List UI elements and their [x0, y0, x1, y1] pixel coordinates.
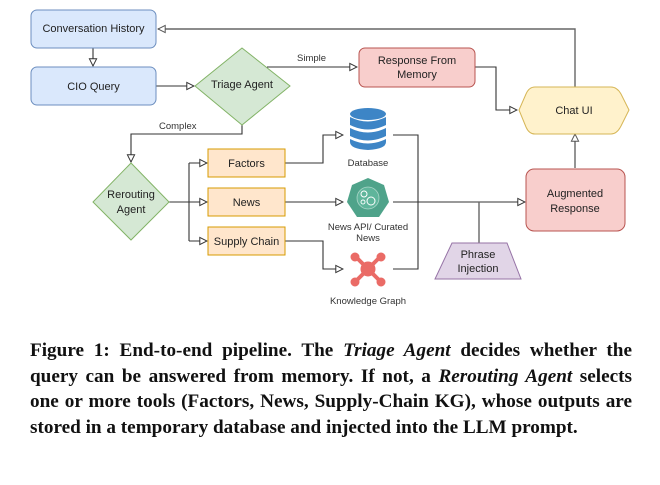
edge-supply-to-kg — [285, 240, 343, 269]
node-label: Knowledge Graph — [330, 296, 406, 307]
edge-chatui-to-history — [158, 29, 576, 87]
node-label-line-2: Memory — [397, 69, 437, 81]
caption-suffix: selects one or more tools (Factors, News… — [30, 365, 632, 438]
node-database: Database — [348, 108, 389, 169]
node-news: News — [207, 187, 286, 217]
node-chat-ui: Chat UI — [518, 86, 630, 135]
node-label-line-2: Agent — [117, 204, 146, 216]
node-response-from-memory: Response From Memory — [358, 47, 476, 88]
node-conversation-history: Conversation History — [30, 9, 157, 49]
graph-network-icon — [350, 252, 386, 287]
edge-triage-to-rerouting — [131, 125, 243, 162]
node-label-line-2: Injection — [458, 263, 499, 275]
node-label-line-1: Augmented — [547, 188, 603, 200]
node-supply-chain: Supply Chain — [207, 226, 286, 256]
node-label-line-1: News API/ Curated — [328, 222, 408, 233]
caption-prefix: Figure 1: End-to-end pipeline. The — [30, 340, 344, 361]
figure-caption: Figure 1: End-to-end pipeline. The Triag… — [30, 338, 632, 440]
node-knowledge-graph: Knowledge Graph — [330, 252, 406, 307]
node-label: Triage Agent — [211, 79, 273, 91]
node-label: Conversation History — [42, 23, 145, 35]
node-label-line-1: Phrase — [461, 249, 496, 261]
node-label: Chat UI — [555, 105, 592, 117]
node-label-line-1: Response From — [378, 55, 456, 67]
node-label-line-2: News — [356, 233, 380, 244]
node-phrase-injection: Phrase Injection — [434, 242, 522, 280]
node-label-line-2: Response — [550, 203, 600, 215]
node-rerouting-agent: Rerouting Agent — [92, 162, 170, 241]
node-label: Database — [348, 158, 389, 169]
edge-label-complex: Complex — [159, 121, 197, 132]
node-factors: Factors — [207, 148, 286, 178]
caption-emphasis-triage-agent: Triage Agent — [343, 340, 451, 361]
node-augmented-response: Augmented Response — [525, 168, 626, 232]
node-label: Supply Chain — [214, 236, 279, 248]
edge-factors-to-database — [285, 135, 343, 164]
edge-label-simple: Simple — [297, 53, 326, 64]
edge-memory-to-chatui — [475, 66, 517, 110]
node-triage-agent: Triage Agent — [194, 47, 291, 126]
node-news-api: News API/ Curated News — [328, 178, 408, 244]
gears-heptagon-icon — [347, 178, 389, 217]
node-label-line-1: Rerouting — [107, 189, 155, 201]
node-label: News — [233, 197, 261, 209]
node-label: Factors — [228, 158, 265, 170]
pipeline-diagram: Simple Complex Conversation History CIO … — [30, 9, 630, 307]
node-cio-query: CIO Query — [30, 66, 157, 106]
node-label: CIO Query — [67, 81, 120, 93]
edges — [93, 29, 575, 269]
caption-middle: decides whether the query can be answere… — [30, 340, 632, 387]
caption-emphasis-rerouting-agent: Rerouting Agent — [438, 365, 573, 387]
database-icon — [350, 108, 386, 150]
